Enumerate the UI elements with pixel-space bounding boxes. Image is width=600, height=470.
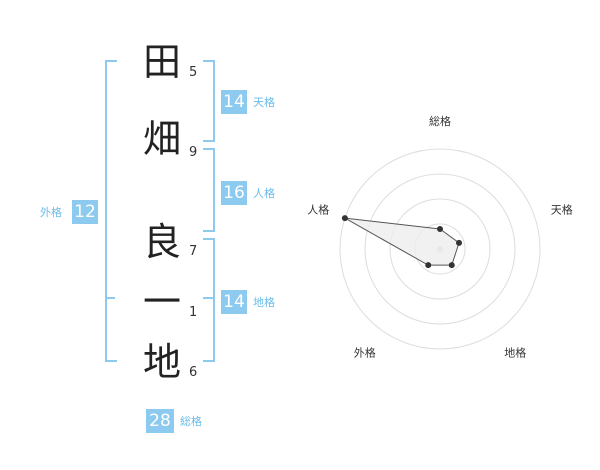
name-char-1: 田: [142, 40, 181, 84]
radar-axis-label-2: 天格: [551, 202, 573, 216]
name-char-3: 良: [142, 220, 181, 264]
stroke-count-2: 9: [189, 145, 198, 160]
soukaku-value: 28: [146, 409, 174, 433]
stroke-count-3: 7: [189, 244, 198, 259]
soukaku-label: 総格: [180, 415, 202, 428]
name-char-5: 地: [142, 340, 181, 384]
chikaku-bracket-tick: [203, 297, 213, 299]
radar-axis-label-1: 総格: [429, 114, 451, 128]
tenkaku-bracket: [203, 60, 215, 142]
radar-ring-2: [389, 198, 491, 300]
chikaku-label: 地格: [253, 296, 275, 309]
name-char-4: 一: [142, 280, 181, 324]
tenkaku-label: 天格: [253, 96, 275, 109]
radar-point-2: [456, 239, 463, 246]
jinkaku-bracket: [203, 148, 215, 232]
jinkaku-label: 人格: [253, 187, 275, 200]
stroke-count-1: 5: [189, 65, 198, 80]
gaikaku-bracket-tick: [107, 297, 115, 299]
radar-point-5: [341, 215, 348, 222]
tenkaku-value: 14: [221, 90, 247, 114]
radar-series-polygon: [344, 217, 460, 266]
radar-axis-label-5: 人格: [307, 202, 329, 216]
radar-ring-4: [339, 148, 541, 350]
radar-axis-label-3: 地格: [504, 346, 526, 360]
jinkaku-value: 16: [221, 181, 247, 205]
stroke-count-4: 1: [189, 305, 198, 320]
radar-point-1: [437, 226, 443, 232]
gaikaku-value: 12: [72, 200, 98, 224]
radar-axis-label-4: 外格: [354, 346, 376, 360]
name-char-2: 畑: [142, 117, 181, 161]
radar-ring-3: [364, 173, 516, 325]
radar-point-3: [448, 262, 455, 269]
chikaku-value: 14: [221, 290, 247, 314]
stroke-count-5: 6: [189, 365, 198, 380]
gaikaku-bracket: [105, 60, 117, 362]
radar-point-4: [425, 262, 432, 269]
chikaku-bracket: [203, 238, 215, 362]
gaikaku-label: 外格: [40, 206, 62, 219]
